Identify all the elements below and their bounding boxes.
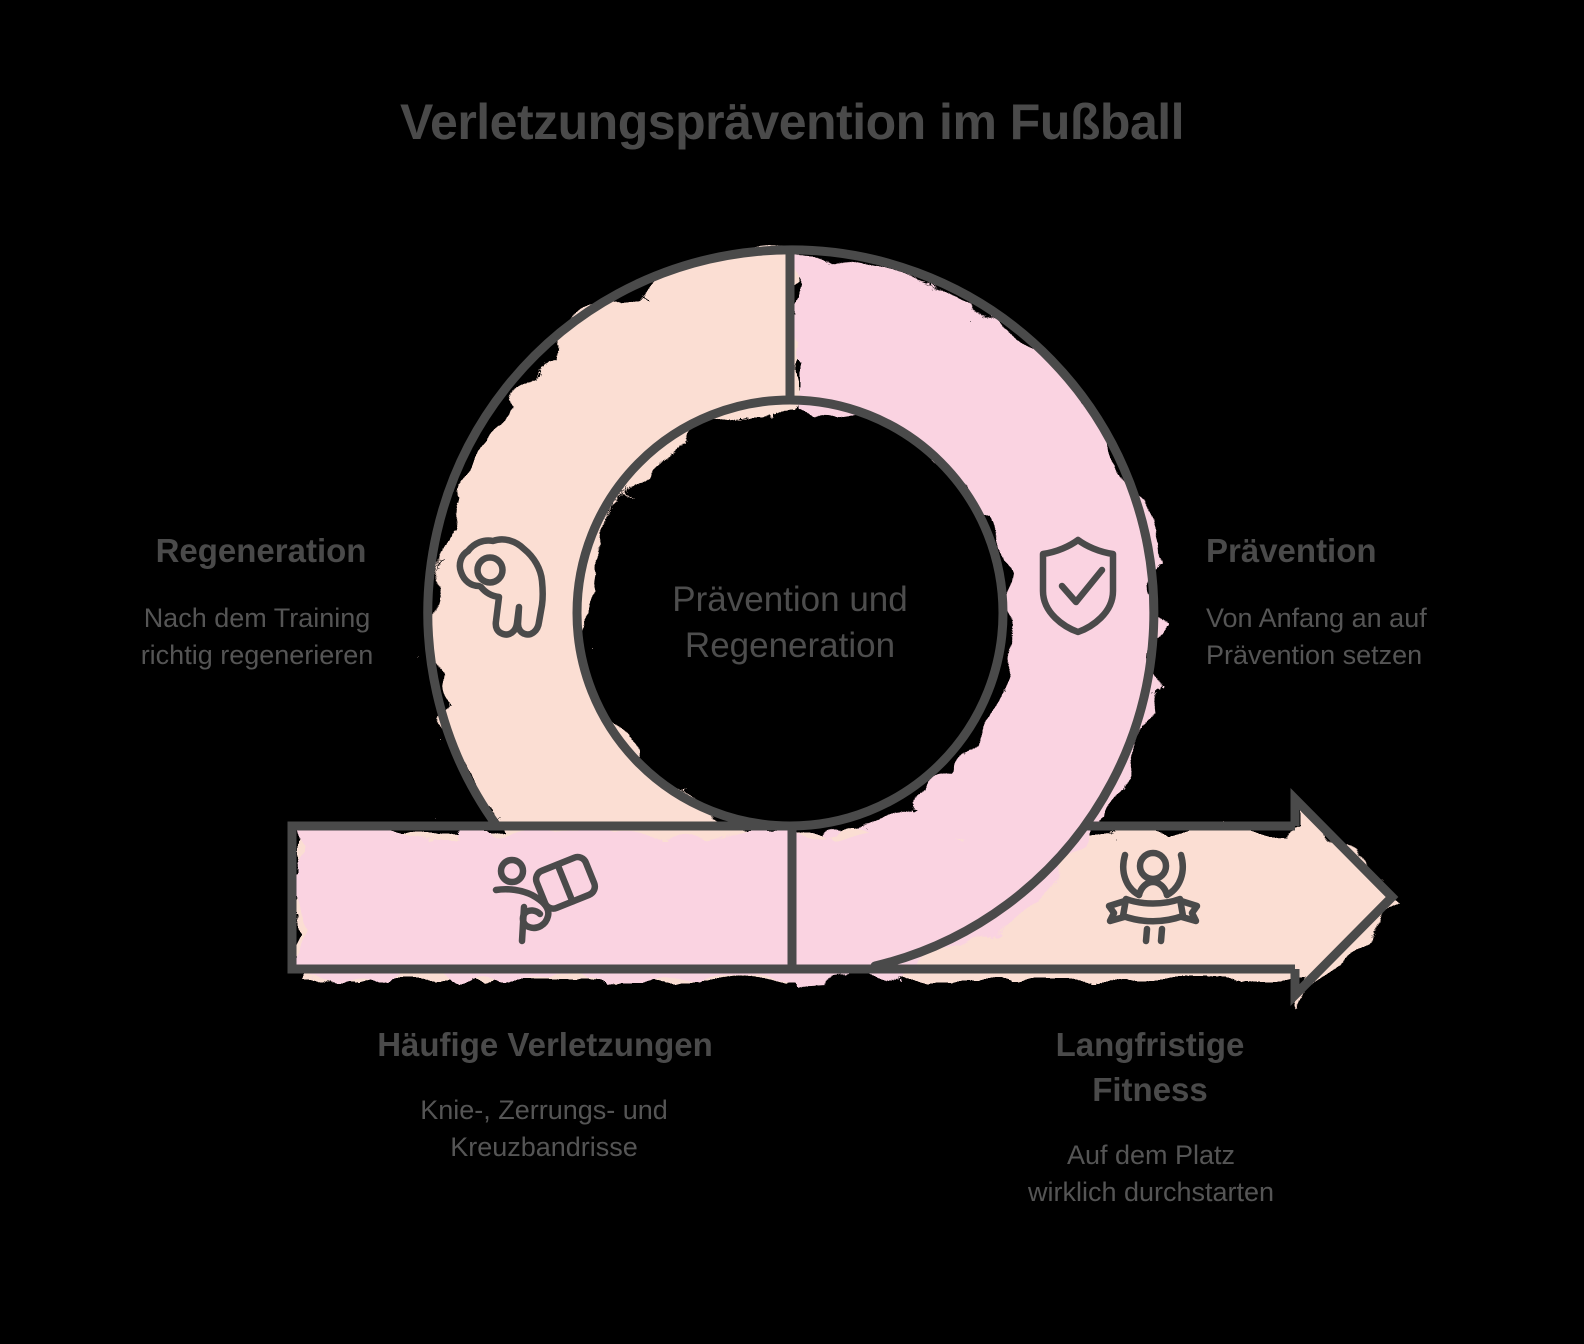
- center-label-line: Regeneration: [684, 626, 896, 665]
- section-langfristige-fitness-body: Auf dem Platz wirklich durchstarten: [1028, 1137, 1274, 1211]
- section-praevention-body: Von Anfang an auf Prävention setzen: [1206, 600, 1427, 674]
- body-line: Auf dem Platz: [1066, 1140, 1236, 1170]
- body-line: Kreuzbandrisse: [450, 1132, 638, 1162]
- loop-outlines: [287, 245, 1399, 1006]
- loop-fills: [292, 250, 1392, 995]
- section-haeufige-verletzungen-body: Knie-, Zerrungs- und Kreuzbandrisse: [420, 1092, 668, 1166]
- body-line: wirklich durchstarten: [1027, 1177, 1275, 1207]
- section-regeneration-heading: Regeneration: [155, 532, 367, 569]
- section-praevention-heading: Prävention: [1206, 532, 1377, 569]
- ok-hand-icon: [456, 536, 546, 638]
- winner-finish-icon: [1105, 849, 1201, 945]
- page-title: Verletzungsprävention im Fußball: [399, 94, 1185, 150]
- arrow-band-outline: [287, 821, 1295, 974]
- section-regeneration-body: Nach dem Training richtig regenerieren: [141, 600, 374, 674]
- body-line: Von Anfang an auf: [1206, 603, 1427, 633]
- section-haeufige-verletzungen-heading: Häufige Verletzungen: [377, 1026, 713, 1063]
- center-label: Prävention und Regeneration: [610, 577, 970, 669]
- section-langfristige-fitness-heading: Langfristige Fitness: [1055, 1026, 1245, 1108]
- running-person-icon: [492, 853, 599, 945]
- body-line: Prävention setzen: [1206, 640, 1423, 670]
- body-line: Knie-, Zerrungs- und: [420, 1095, 668, 1125]
- arrowhead-outline: [1290, 788, 1399, 1006]
- segment-haeufige-verletzungen-fill: [292, 826, 1084, 969]
- body-line: richtig regenerieren: [140, 640, 374, 670]
- segment-praevention-fill: [790, 250, 1153, 976]
- segment-regeneration-fill: [427, 250, 790, 976]
- shield-check-icon: [1039, 536, 1117, 636]
- outer-circle-outline: [423, 245, 1159, 971]
- body-line: Nach dem Training: [143, 603, 371, 633]
- center-label-line: Prävention und: [672, 580, 908, 619]
